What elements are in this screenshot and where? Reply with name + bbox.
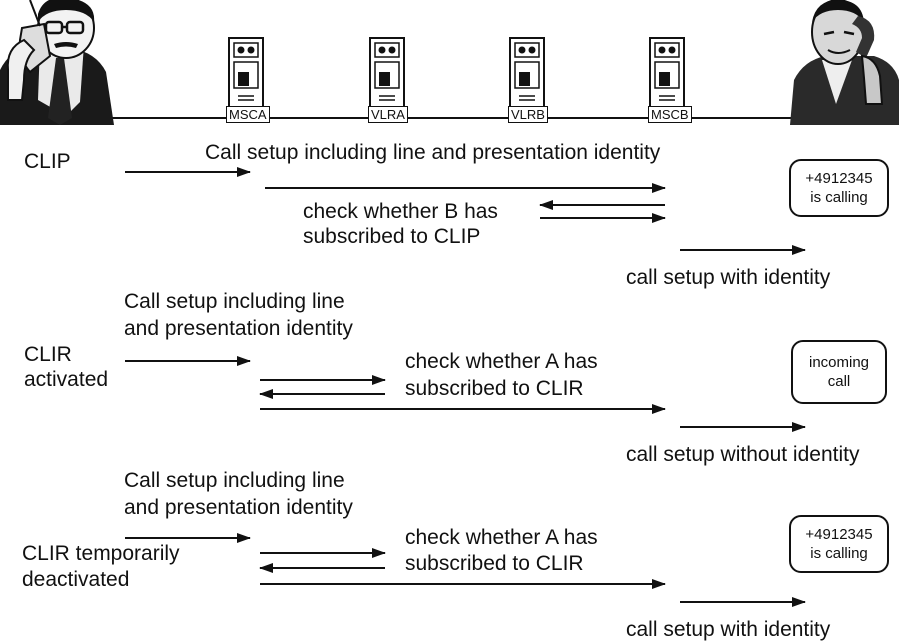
clirt-label-line-1: CLIR temporarily <box>22 542 180 565</box>
node-label-vlra: VLRA <box>368 106 408 123</box>
clip-display-line-1: +4912345 <box>805 170 873 187</box>
clirt-check-line-1: check whether A has <box>405 526 598 549</box>
clir-check-line-1: check whether A has <box>405 350 598 373</box>
clir-display-line-1: incoming <box>808 354 870 371</box>
clirt-check-line-2: subscribed to CLIR <box>405 552 584 575</box>
clirt-display-line-1: +4912345 <box>805 526 873 543</box>
clirt-setup-line-1: Call setup including line <box>124 469 345 492</box>
clirt-display-line-2: is calling <box>810 545 868 562</box>
clip-check-line-2: subscribed to CLIP <box>303 225 481 248</box>
clirt-phone-display: +4912345 is calling <box>789 515 889 573</box>
node-label-mscb: MSCB <box>648 106 692 123</box>
caller-b-image <box>790 0 899 125</box>
clir-label-line-2: activated <box>24 368 109 391</box>
clir-result-text: call setup without identity <box>626 443 860 466</box>
clir-label-line-1: CLIR <box>24 343 72 366</box>
node-label-msca: MSCA <box>226 106 270 123</box>
clirt-result-text: call setup with identity <box>626 618 831 641</box>
clir-setup-line-2: and presentation identity <box>124 317 353 340</box>
clip-label: CLIP <box>24 150 71 173</box>
clip-setup-text: Call setup including line and presentati… <box>205 141 661 164</box>
clir-check-line-2: subscribed to CLIR <box>405 377 584 400</box>
clip-check-line-1: check whether B has <box>303 200 498 223</box>
caller-a-image <box>0 0 114 125</box>
node-label-vlrb: VLRB <box>508 106 548 123</box>
clirt-setup-line-2: and presentation identity <box>124 496 353 519</box>
clip-result-text: call setup with identity <box>626 266 831 289</box>
clir-display-line-2: call <box>827 373 851 390</box>
clir-phone-display: incoming call <box>791 340 887 404</box>
clir-setup-line-1: Call setup including line <box>124 290 345 313</box>
clip-display-line-2: is calling <box>810 189 868 206</box>
clip-phone-display: +4912345 is calling <box>789 159 889 217</box>
clirt-label-line-2: deactivated <box>22 568 130 591</box>
